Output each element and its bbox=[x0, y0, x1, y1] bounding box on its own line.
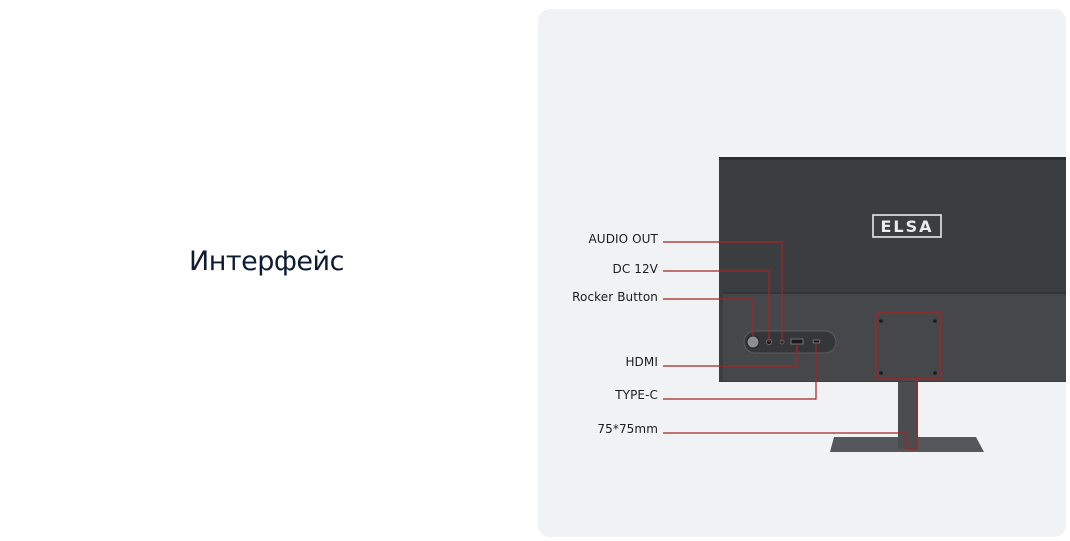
monitor-rear-illustration: ELSA bbox=[663, 157, 1066, 452]
hdmi-port bbox=[790, 338, 804, 345]
callout-lines bbox=[663, 241, 917, 450]
label-hdmi: HDMI bbox=[625, 355, 658, 369]
brand-logo-frame bbox=[872, 214, 942, 238]
label-rocker: Rocker Button bbox=[572, 290, 658, 304]
section-title: Интерфейс bbox=[189, 246, 344, 277]
rocker-button bbox=[746, 335, 760, 349]
typec-port bbox=[812, 339, 821, 344]
label-audio-out: AUDIO OUT bbox=[588, 232, 658, 246]
brand-logo: ELSA bbox=[880, 217, 933, 236]
label-vesa: 75*75mm bbox=[597, 422, 658, 436]
vesa-mount-highlight bbox=[875, 312, 941, 380]
label-dc: DC 12V bbox=[612, 262, 658, 276]
monitor-lower-shell bbox=[723, 293, 1066, 381]
product-image-panel: ELSA AUDIO OUT DC 12V Rocker Button HDMI… bbox=[538, 9, 1066, 537]
stand-neck bbox=[898, 365, 918, 449]
port-panel bbox=[743, 330, 837, 354]
label-typec: TYPE-C bbox=[615, 388, 658, 402]
